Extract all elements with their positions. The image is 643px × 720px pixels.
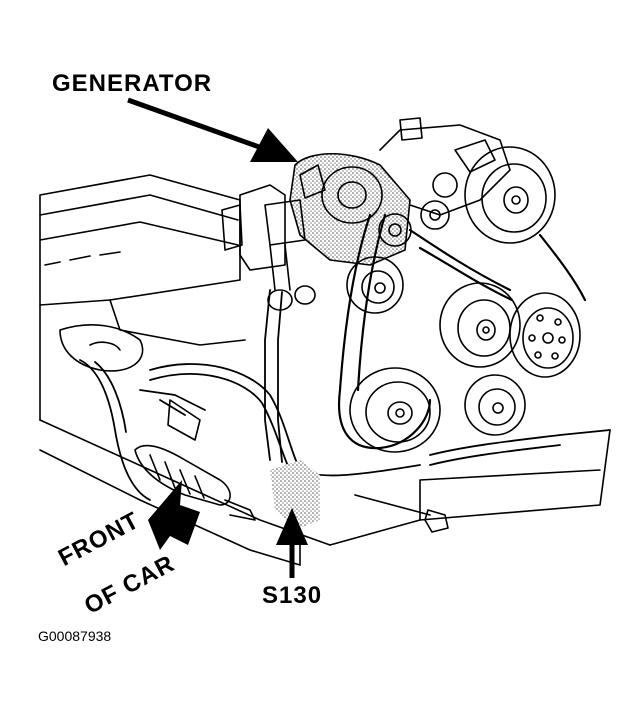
- water-pump-pulley: [439, 282, 521, 368]
- frame-rail: [39, 419, 611, 566]
- crank-pulley: [349, 367, 441, 453]
- bolt: [354, 494, 449, 533]
- fan-hub: [509, 292, 581, 378]
- s130-arrow: [276, 508, 308, 578]
- boot-connector: [134, 399, 256, 521]
- figure-code: G00087938: [38, 628, 112, 644]
- s130-label: S130: [262, 582, 323, 609]
- serpentine-belt: [337, 213, 587, 450]
- front-of-car-arrow: [148, 480, 200, 550]
- tensioner-pulley: [464, 374, 526, 436]
- generator-arrow: [127, 97, 298, 162]
- generator: [289, 152, 412, 266]
- generator-label: GENERATOR: [52, 70, 213, 97]
- mounting-bracket: [379, 117, 511, 230]
- engine-block-outline: [39, 174, 246, 421]
- sensor-assembly: [221, 184, 316, 311]
- top-pulley: [464, 146, 556, 244]
- s130-splice-area: [270, 460, 320, 530]
- wiring-harness: [79, 289, 611, 501]
